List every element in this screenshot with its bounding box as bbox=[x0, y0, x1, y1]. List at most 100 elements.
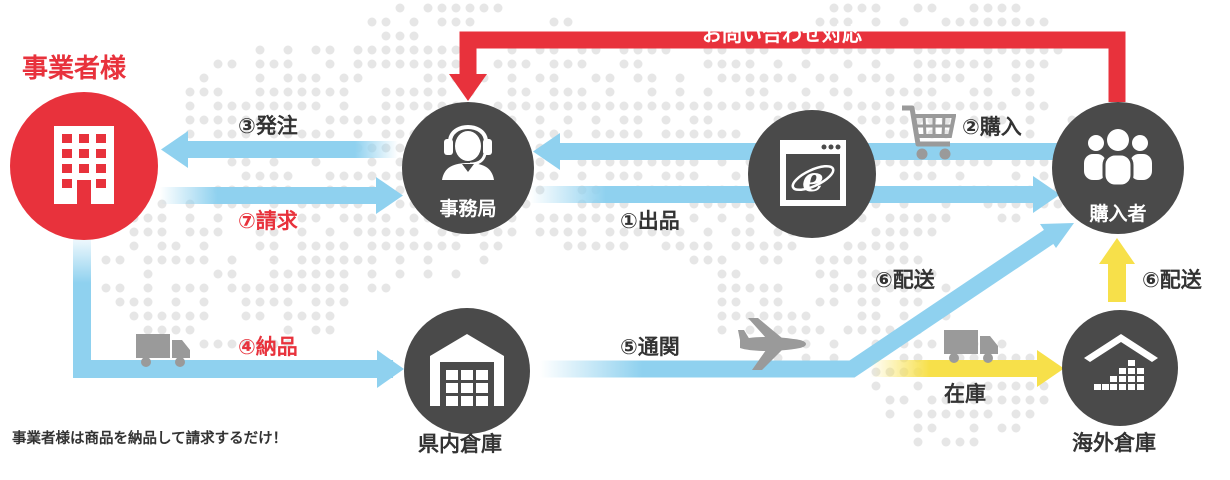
map-dot bbox=[745, 59, 755, 69]
truck-icon bbox=[136, 334, 190, 367]
airplane-icon bbox=[738, 318, 806, 370]
map-dot bbox=[675, 73, 685, 83]
map-dot bbox=[381, 31, 391, 41]
map-dot bbox=[661, 129, 671, 139]
map-dot bbox=[297, 129, 307, 139]
map-dot bbox=[325, 325, 335, 335]
map-dot bbox=[241, 283, 251, 293]
map-dot bbox=[213, 59, 223, 69]
map-dot bbox=[689, 171, 699, 181]
map-dot bbox=[311, 297, 321, 307]
map-dot bbox=[983, 73, 993, 83]
map-dot bbox=[549, 17, 559, 27]
map-dot bbox=[605, 227, 615, 237]
map-dot bbox=[843, 101, 853, 111]
map-dot bbox=[479, 241, 489, 251]
map-dot bbox=[773, 241, 783, 251]
map-dot bbox=[885, 227, 895, 237]
map-dot bbox=[997, 115, 1007, 125]
map-dot bbox=[913, 101, 923, 111]
map-dot bbox=[759, 297, 769, 307]
map-dot bbox=[927, 395, 937, 405]
map-dot bbox=[703, 129, 713, 139]
billing-arrow-shaft bbox=[160, 187, 390, 204]
map-dot bbox=[1039, 381, 1049, 391]
map-dot bbox=[787, 311, 797, 321]
map-dot bbox=[115, 297, 125, 307]
map-dot bbox=[283, 339, 293, 349]
map-dot bbox=[591, 213, 601, 223]
map-dot bbox=[899, 395, 909, 405]
map-dot bbox=[311, 157, 321, 167]
map-dot bbox=[619, 241, 629, 251]
map-dot bbox=[563, 59, 573, 69]
map-dot bbox=[857, 297, 867, 307]
map-dot bbox=[661, 227, 671, 237]
map-dot bbox=[1025, 87, 1035, 97]
map-dot bbox=[241, 311, 251, 321]
map-dot bbox=[941, 283, 951, 293]
note-text: 事業者様は商品を納品して請求するだけ！ bbox=[12, 431, 288, 447]
map-dot bbox=[913, 339, 923, 349]
map-dot bbox=[311, 101, 321, 111]
map-dot bbox=[871, 115, 881, 125]
map-dot bbox=[353, 171, 363, 181]
map-dot bbox=[241, 101, 251, 111]
map-dot bbox=[871, 227, 881, 237]
map-dot bbox=[563, 101, 573, 111]
purchase-arrowhead bbox=[533, 133, 560, 170]
map-dot bbox=[885, 115, 895, 125]
map-dot bbox=[227, 59, 237, 69]
map-dot bbox=[255, 311, 265, 321]
map-dot bbox=[969, 17, 979, 27]
map-dot bbox=[773, 283, 783, 293]
map-dot bbox=[759, 73, 769, 83]
map-dot bbox=[815, 255, 825, 265]
map-dot bbox=[325, 311, 335, 321]
map-dot bbox=[143, 213, 153, 223]
map-dot bbox=[899, 171, 909, 181]
map-dot bbox=[829, 73, 839, 83]
map-dot bbox=[927, 171, 937, 181]
map-dot bbox=[857, 325, 867, 335]
map-dot bbox=[311, 129, 321, 139]
delivery-diagonal-label: ⑥配送 bbox=[875, 268, 935, 292]
map-dot bbox=[871, 283, 881, 293]
svg-text:e: e bbox=[802, 160, 824, 200]
map-dot bbox=[535, 157, 545, 167]
map-dot bbox=[675, 87, 685, 97]
map-dot bbox=[521, 87, 531, 97]
map-dot bbox=[563, 87, 573, 97]
map-dot bbox=[367, 269, 377, 279]
map-dot bbox=[381, 171, 391, 181]
map-dot bbox=[969, 423, 979, 433]
buyer-caption: 購入者 bbox=[1089, 203, 1147, 225]
map-dot bbox=[717, 269, 727, 279]
map-dot bbox=[1011, 395, 1021, 405]
map-dot bbox=[437, 3, 447, 13]
map-dot bbox=[129, 297, 139, 307]
map-dot bbox=[591, 101, 601, 111]
map-dot bbox=[255, 115, 265, 125]
map-dot bbox=[759, 283, 769, 293]
map-dot bbox=[157, 213, 167, 223]
map-dot bbox=[801, 311, 811, 321]
map-dot bbox=[493, 59, 503, 69]
map-dot bbox=[143, 297, 153, 307]
map-dot bbox=[605, 101, 615, 111]
map-dot bbox=[997, 423, 1007, 433]
map-dot bbox=[745, 101, 755, 111]
map-dot bbox=[1039, 17, 1049, 27]
map-dot bbox=[269, 213, 279, 223]
map-dot bbox=[899, 283, 909, 293]
map-dot bbox=[857, 3, 867, 13]
map-dot bbox=[227, 129, 237, 139]
map-dot bbox=[773, 297, 783, 307]
map-dot bbox=[731, 171, 741, 181]
map-dot bbox=[507, 87, 517, 97]
map-dot bbox=[409, 87, 419, 97]
map-dot bbox=[199, 87, 209, 97]
map-dot bbox=[689, 129, 699, 139]
map-dot bbox=[395, 115, 405, 125]
map-dot bbox=[311, 45, 321, 55]
